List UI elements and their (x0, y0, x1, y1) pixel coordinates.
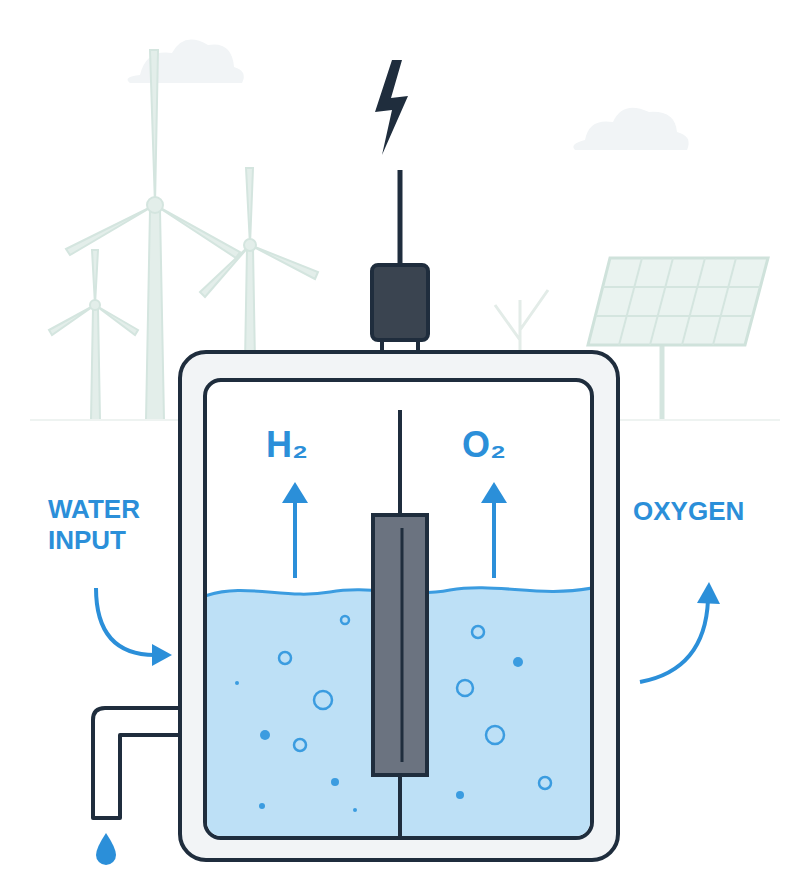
water-pipe (93, 708, 182, 818)
tank-housing (180, 352, 618, 860)
output-arrow (640, 582, 720, 682)
gas-label: O₂ (462, 424, 506, 466)
electrode (373, 515, 427, 775)
lightning-bolt (375, 60, 408, 155)
output-label: OXYGEN (633, 496, 744, 527)
wind-turbine (49, 250, 138, 420)
electrode-line (401, 528, 404, 762)
gas-label: H₂ (266, 424, 308, 466)
cloud (128, 40, 689, 150)
plug (372, 265, 428, 340)
gas-arrow (282, 482, 507, 578)
input-arrow (96, 588, 172, 666)
water-drop (96, 833, 116, 865)
input-label: WATER INPUT (48, 494, 173, 555)
power-cable (398, 170, 403, 268)
